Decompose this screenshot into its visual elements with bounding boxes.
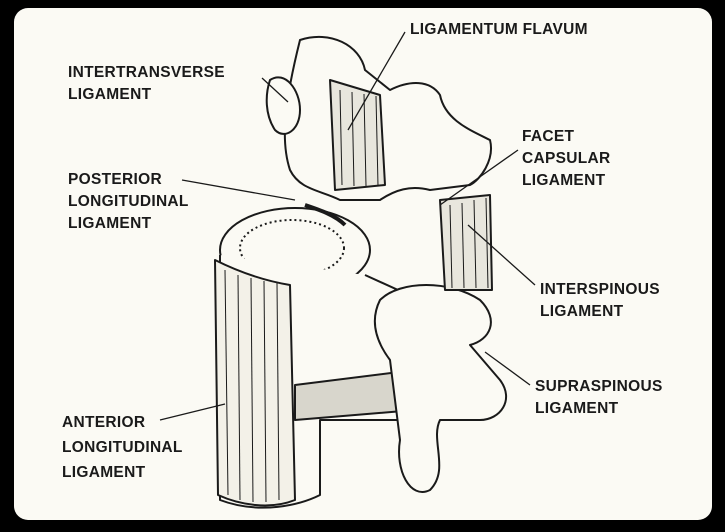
posterior-longitudinal-ligament-shape bbox=[304, 203, 347, 227]
transverse-process-left bbox=[265, 76, 301, 135]
leader-anterior-longitudinal bbox=[159, 403, 226, 421]
ligament-hatching-anterior bbox=[224, 269, 280, 503]
leader-intertransverse bbox=[261, 77, 289, 103]
leader-lines bbox=[159, 31, 536, 421]
label-facet-capsular-ligament: FACET CAPSULAR LIGAMENT bbox=[522, 126, 611, 192]
label-line: FACET bbox=[522, 128, 575, 145]
label-line: LIGAMENT bbox=[62, 464, 146, 481]
label-anterior-longitudinal-ligament: ANTERIOR LONGITUDINAL LIGAMENT bbox=[62, 410, 183, 485]
label-line: LIGAMENT bbox=[68, 215, 152, 232]
label-line: LIGAMENTUM FLAVUM bbox=[410, 21, 588, 38]
label-line: LIGAMENT bbox=[540, 303, 624, 320]
ligamentum-flavum-shape bbox=[329, 79, 386, 191]
label-line: INTERSPINOUS bbox=[540, 281, 660, 298]
anterior-longitudinal-ligament bbox=[214, 259, 296, 507]
label-ligamentum-flavum: LIGAMENTUM FLAVUM bbox=[410, 19, 588, 41]
leader-interspinous bbox=[467, 224, 536, 286]
label-line: ANTERIOR bbox=[62, 414, 146, 431]
nucleus-pulposus bbox=[239, 219, 345, 277]
label-line: SUPRASPINOUS bbox=[535, 378, 663, 395]
label-line: CAPSULAR bbox=[522, 150, 611, 167]
label-posterior-longitudinal-ligament: POSTERIOR LONGITUDINAL LIGAMENT bbox=[68, 169, 189, 235]
label-line: LIGAMENT bbox=[68, 86, 152, 103]
interspinous-ligament-shape bbox=[439, 194, 493, 291]
label-line: LONGITUDINAL bbox=[62, 439, 183, 456]
ligament-hatching-upper bbox=[339, 89, 379, 187]
label-line: LONGITUDINAL bbox=[68, 193, 189, 210]
leader-supraspinous bbox=[484, 351, 531, 386]
label-line: INTERTRANSVERSE bbox=[68, 64, 225, 81]
leader-ligamentum-flavum bbox=[347, 31, 406, 131]
label-intertransverse-ligament: INTERTRANSVERSE LIGAMENT bbox=[68, 62, 225, 106]
leader-facet-capsular bbox=[439, 149, 519, 206]
label-line: LIGAMENT bbox=[535, 400, 619, 417]
leader-posterior-longitudinal bbox=[181, 179, 296, 201]
label-line: LIGAMENT bbox=[522, 172, 606, 189]
label-supraspinous-ligament: SUPRASPINOUS LIGAMENT bbox=[535, 376, 663, 420]
ligament-hatching-posterior bbox=[449, 197, 489, 289]
label-line: POSTERIOR bbox=[68, 171, 162, 188]
lower-vertebra-processes bbox=[373, 284, 507, 493]
label-interspinous-ligament: INTERSPINOUS LIGAMENT bbox=[540, 279, 660, 323]
